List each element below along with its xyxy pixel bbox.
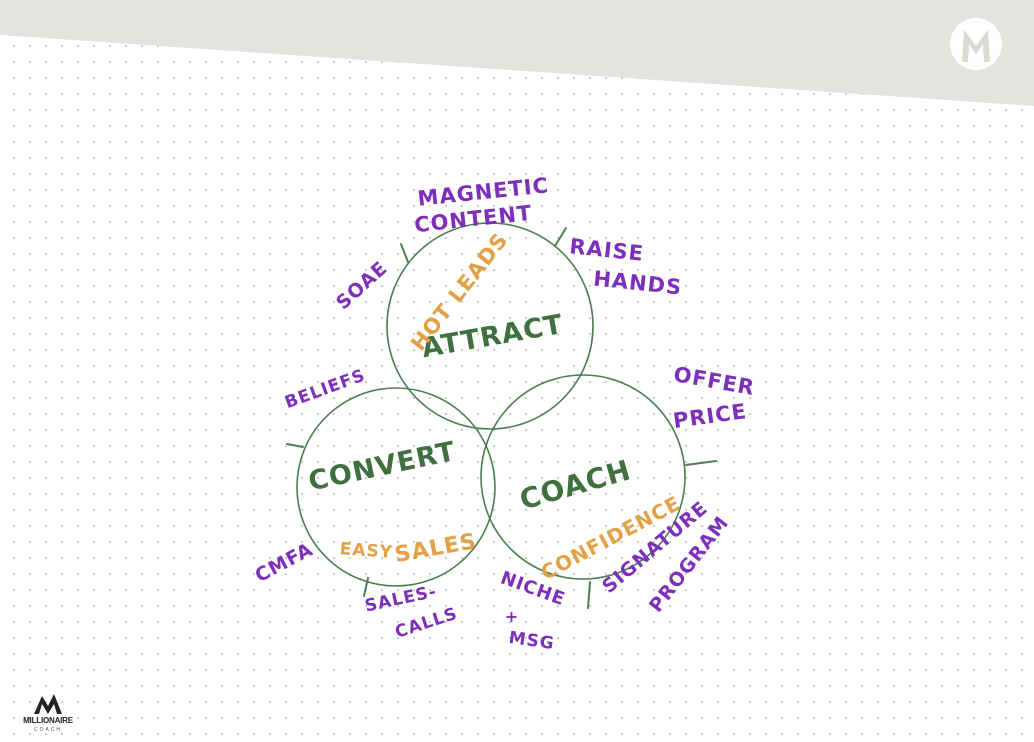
header-banner xyxy=(0,0,1034,106)
annotation-raise: RAISE xyxy=(568,234,645,266)
annotation-niche-msg: NICHE + MSG xyxy=(498,567,568,654)
annotation-raise-hands: RAISE HANDS xyxy=(568,234,683,299)
annotation-offer: OFFER xyxy=(672,362,757,400)
convert-title: CONVERT xyxy=(306,436,459,497)
annotation-hands: HANDS xyxy=(592,266,683,299)
annotation-offer-price: OFFER PRICE xyxy=(672,362,757,433)
footer-logo: MILLIONAIRE COACH xyxy=(8,690,88,738)
tick-signature xyxy=(587,581,591,609)
coach-circle xyxy=(480,374,686,580)
tick-soae xyxy=(400,243,409,263)
tick-beliefs xyxy=(286,443,304,448)
tick-offer-price xyxy=(685,460,717,466)
convert-subtitle-left: EASY xyxy=(339,539,394,563)
tick-raise-hands xyxy=(554,227,567,247)
attract-circle xyxy=(386,222,594,430)
convert-subtitle-right: SALES xyxy=(393,529,479,568)
annotation-plus: + xyxy=(505,607,519,626)
tick-marks xyxy=(286,227,717,609)
annotation-beliefs: BELIEFS xyxy=(282,366,368,414)
footer-logo-name: MILLIONAIRE xyxy=(23,716,73,725)
coach-title: COACH xyxy=(516,453,635,516)
annotation-cmfa: CMFA xyxy=(251,538,316,587)
mountain-logo-icon xyxy=(34,694,62,714)
m-monogram-icon xyxy=(950,18,1002,70)
footer-logo-subtitle: COACH xyxy=(33,727,63,733)
annotation-sales-calls: SALES- CALLS xyxy=(363,582,460,643)
convert-circle xyxy=(296,387,496,587)
annotation-soae: SOAE xyxy=(332,257,392,314)
annotation-msg: MSG xyxy=(507,628,555,654)
annotation-sales: SALES- xyxy=(363,582,439,617)
tick-sales-calls xyxy=(363,577,369,597)
annotation-price: PRICE xyxy=(672,399,749,433)
annotation-magnetic-content: MAGNETIC CONTENT xyxy=(413,173,550,237)
annotation-calls: CALLS xyxy=(393,604,461,643)
